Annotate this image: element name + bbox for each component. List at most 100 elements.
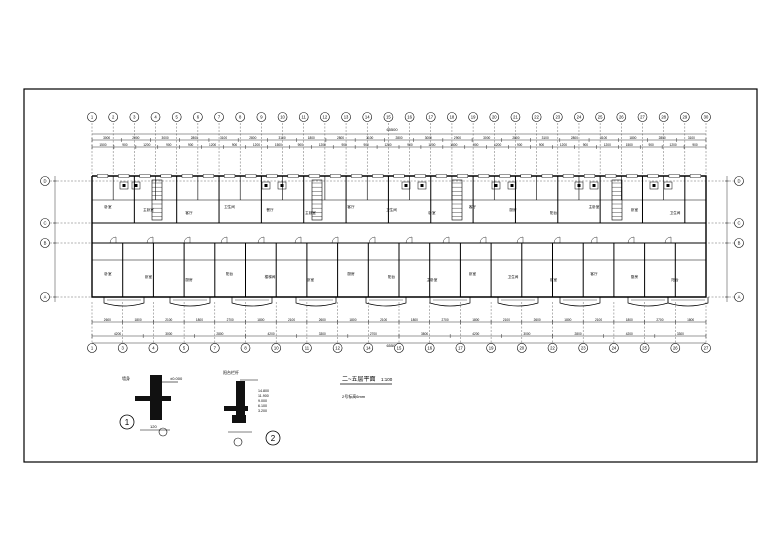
balcony [231, 297, 273, 307]
axis-label-top: 1 [91, 115, 94, 120]
axis-label-top: 23 [555, 115, 560, 120]
axis-label-top: 28 [661, 115, 666, 120]
dim-top-row2-label: 1200 [143, 143, 150, 147]
dim-top-row1-label: 3100 [600, 136, 607, 140]
dim-bottom-row1-label: 2800 [216, 332, 223, 336]
door-swing [331, 236, 339, 244]
axis-bubble-bottom [609, 343, 619, 353]
fixture-block [649, 181, 659, 190]
axis-label-bottom: 24 [612, 346, 617, 351]
window-north [520, 174, 532, 178]
room-label: 卧室 [104, 204, 112, 209]
axis-bubble-top [489, 112, 500, 122]
window-north [97, 174, 109, 178]
dim-bottom-row1-label: 4200 [626, 332, 633, 336]
window-north [245, 174, 257, 178]
dim-bottom-row2-label: 2100 [380, 318, 387, 322]
dim-top-row1-label: 2800 [395, 136, 402, 140]
dim-top-row2-label: 900 [649, 143, 655, 147]
dim-top-row2-label: 900 [342, 143, 348, 147]
window-north [541, 174, 553, 178]
axis-label-top: 3 [133, 115, 136, 120]
axis-bubble-right [734, 176, 744, 186]
dim-top-row1-label: 2800 [571, 136, 578, 140]
room-label: 卧室 [104, 271, 112, 276]
window-north [435, 174, 447, 178]
axis-bubble-bottom [424, 343, 435, 353]
axis-bubble-bottom [639, 343, 650, 353]
window-north [202, 174, 214, 178]
sheet-border [23, 88, 758, 463]
axis-label-bottom: 25 [642, 346, 647, 351]
room-label: 餐厅 [266, 207, 274, 212]
axis-bubble-bottom [363, 343, 374, 353]
axis-bubble-left [40, 218, 50, 228]
axis-label-top: 21 [513, 115, 518, 120]
window-north [224, 174, 236, 178]
window-north [351, 174, 363, 178]
dim-bottom-row1-label: 4200 [268, 332, 275, 336]
dim-bottom-row1-label: 3800 [421, 332, 428, 336]
dim-top-row1-label: 1800 [629, 136, 636, 140]
fixture-mark [652, 184, 656, 187]
room-label: 客厅 [185, 210, 193, 215]
fixture-block [507, 181, 517, 190]
dim-top-row2-label: 900 [517, 143, 523, 147]
room-label: 客厅 [469, 204, 477, 209]
axis-label-bottom: 14 [366, 346, 371, 351]
room-label: 卧室 [307, 277, 315, 282]
dim-top-row2-label: 1200 [670, 143, 677, 147]
axis-bubble-bottom [578, 343, 589, 353]
axis-bubble-left [40, 238, 50, 248]
axis-label-top: 24 [577, 115, 582, 120]
dim-top-row2-label: 1500 [626, 143, 633, 147]
dim-bottom-row1-label: 3000 [523, 332, 530, 336]
axis-label-top: 16 [407, 115, 412, 120]
window-north [457, 174, 469, 178]
dim-top-row1-label: 2800 [512, 136, 519, 140]
detail-2-level-4: 6.100 [258, 404, 267, 408]
room-label: 阳台 [550, 210, 558, 215]
axis-label-top: 26 [619, 115, 624, 120]
dim-top-row2-label: 1200 [384, 143, 391, 147]
room-label: 卧室 [145, 274, 153, 279]
axis-label-left: A [44, 295, 47, 300]
axis-bubble-top [510, 112, 521, 122]
axis-bubble-top [277, 112, 288, 122]
axis-bubble-bottom [148, 343, 159, 353]
axis-bubble-bottom [394, 343, 404, 353]
axis-bubble-top [680, 112, 690, 122]
dim-top-row1-label: 2800 [659, 136, 666, 140]
axis-label-top: 22 [534, 115, 539, 120]
dim-bottom-row2-label: 1800 [349, 318, 356, 322]
detail-2: 阳台栏杆 14.800 11.900 9.000 6.100 3.200 2 [223, 369, 281, 447]
dim-top-row2-label: 900 [692, 143, 698, 147]
detail-2-base [232, 415, 246, 423]
window-north [414, 174, 426, 178]
room-label: 卧室 [428, 210, 436, 215]
dim-top-row2-label: 1200 [560, 143, 567, 147]
detail-1-label: 墙身 [122, 375, 130, 381]
drawing-note: 2号标高6mm [342, 393, 366, 399]
dim-top-row1-label: 3100 [366, 136, 373, 140]
window-north [266, 174, 278, 178]
axis-bubble-top [658, 112, 669, 122]
fixture-block [663, 181, 673, 190]
axis-label-bottom: 11 [305, 346, 310, 351]
fixture-mark [280, 184, 284, 187]
room-label: 客厅 [590, 271, 598, 276]
window-north [393, 174, 405, 178]
dim-bottom-row2-label: 1800 [257, 318, 264, 322]
balcony [429, 297, 471, 307]
balcony [667, 297, 709, 307]
grid-lines [50, 123, 735, 343]
detail-2-level-1: 14.800 [258, 389, 269, 393]
axis-label-right: A [738, 295, 741, 300]
axis-bubble-top [425, 112, 436, 122]
door-swing [183, 236, 191, 244]
axis-label-bottom: 26 [673, 346, 678, 351]
detail-1-note-a: ±0.000 [170, 376, 183, 381]
